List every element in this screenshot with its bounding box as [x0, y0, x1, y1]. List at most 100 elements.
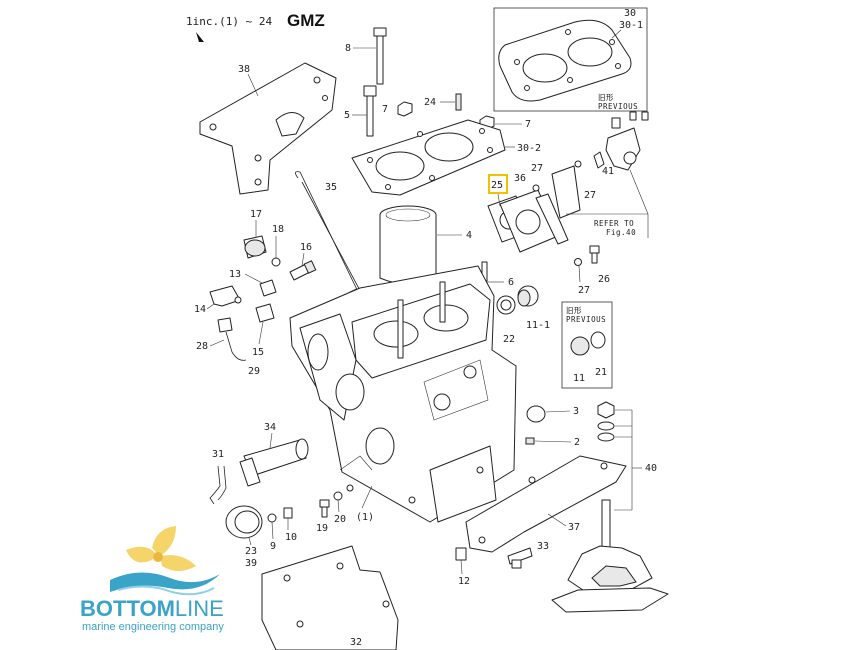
logo-word-light: LINE [175, 596, 224, 621]
washer-18 [271, 257, 281, 267]
cover-36 [499, 189, 569, 253]
fitting-13 [259, 279, 277, 297]
highlight-25 [488, 174, 508, 194]
previous-right-en: PREVIOUS [566, 315, 606, 324]
washer-27 [574, 258, 582, 266]
label-11-1: 11-1 [526, 320, 550, 331]
label-39: 39 [245, 558, 257, 569]
mount-stack-40 [597, 401, 615, 442]
previous-top-jp: 旧形 [598, 93, 614, 102]
liner-4 [379, 205, 437, 285]
label-30-1: 30-1 [619, 20, 643, 31]
label-35: 35 [325, 182, 337, 193]
screw-2 [525, 437, 535, 445]
refer-to-label: REFER TO [594, 219, 634, 228]
label-5: 5 [344, 110, 350, 121]
washer-20 [333, 491, 343, 501]
label-27-top: 27 [531, 163, 543, 174]
label-21: 21 [595, 367, 607, 378]
label-33: 33 [537, 541, 549, 552]
label-24: 24 [424, 97, 436, 108]
label-7-left: 7 [382, 104, 388, 115]
label-10: 10 [285, 532, 297, 543]
head-gasket-30-2 [351, 119, 506, 196]
plug-11-1 [517, 285, 539, 307]
label-23: 23 [245, 546, 257, 557]
bolt-26 [589, 245, 600, 264]
nut-7-left [397, 101, 413, 117]
label-26: 26 [598, 274, 610, 285]
label-19: 19 [316, 523, 328, 534]
o-ring-21 [590, 331, 606, 349]
label-14: 14 [194, 304, 206, 315]
label-15: 15 [252, 347, 264, 358]
seal-23 [225, 505, 263, 539]
washer-9 [267, 513, 277, 523]
label-16: 16 [300, 242, 312, 253]
ring-22 [496, 295, 516, 315]
pipe-34 [239, 438, 309, 487]
label-7-right: 7 [525, 119, 531, 130]
dowel-24 [455, 93, 462, 111]
company-logo-word: BOTTOMLINE [80, 596, 224, 621]
label-29: 29 [248, 366, 260, 377]
head-gasket-30-1 [498, 19, 632, 102]
gear-plate-assembly [532, 111, 649, 219]
label-13: 13 [229, 269, 241, 280]
label-27-bottom: 27 [578, 285, 590, 296]
label-9: 9 [270, 541, 276, 552]
label-1: (1) [356, 512, 374, 523]
label-28: 28 [196, 341, 208, 352]
bolt-5 [363, 85, 377, 137]
foot-bracket-37 [465, 455, 627, 553]
label-30: 30 [624, 8, 636, 19]
pointer-arrow-icon [196, 32, 204, 42]
previous-top-en: PREVIOUS [598, 102, 638, 111]
label-4: 4 [466, 230, 472, 241]
inset-previous-box [561, 301, 613, 389]
company-logo-mark [110, 526, 220, 596]
elbow-14 [209, 285, 242, 307]
label-6: 6 [508, 277, 514, 288]
rubber-mount [551, 499, 669, 613]
label-22: 22 [503, 334, 515, 345]
label-18: 18 [272, 224, 284, 235]
cap-17 [243, 235, 267, 259]
plug-10 [283, 507, 293, 519]
label-27-mid: 27 [584, 190, 596, 201]
bolt-19 [319, 499, 330, 518]
plug-12 [455, 547, 467, 561]
fitting-15 [255, 303, 275, 323]
label-17: 17 [250, 209, 262, 220]
label-34: 34 [264, 422, 276, 433]
label-3: 3 [573, 406, 579, 417]
bolt-8 [373, 27, 387, 85]
label-32: 32 [350, 637, 362, 648]
label-40: 40 [645, 463, 657, 474]
previous-right-jp: 旧形 [566, 306, 582, 315]
refer-fig-label: Fig.40 [606, 228, 636, 237]
label-41: 41 [602, 166, 614, 177]
bolt-33 [507, 547, 533, 569]
label-2: 2 [574, 437, 580, 448]
inset-gasket-box [493, 7, 648, 112]
label-31: 31 [212, 449, 224, 460]
logo-word-bold: BOTTOM [80, 596, 175, 621]
label-11: 11 [573, 373, 585, 384]
label-36: 36 [514, 173, 526, 184]
logo-tagline: marine engineering company [82, 621, 224, 633]
label-12: 12 [458, 576, 470, 587]
cylinder-block-1 [289, 265, 517, 523]
label-38: 38 [238, 64, 250, 75]
label-25: 25 [491, 180, 503, 191]
label-30-2: 30-2 [517, 143, 541, 154]
header-model: GMZ [287, 11, 325, 30]
label-20: 20 [334, 514, 346, 525]
plug-16 [289, 260, 317, 281]
elbow-31 [209, 465, 227, 505]
plate-32 [261, 545, 399, 650]
bracket-38 [199, 62, 337, 195]
plug-11-old [570, 336, 590, 356]
label-8: 8 [345, 43, 351, 54]
